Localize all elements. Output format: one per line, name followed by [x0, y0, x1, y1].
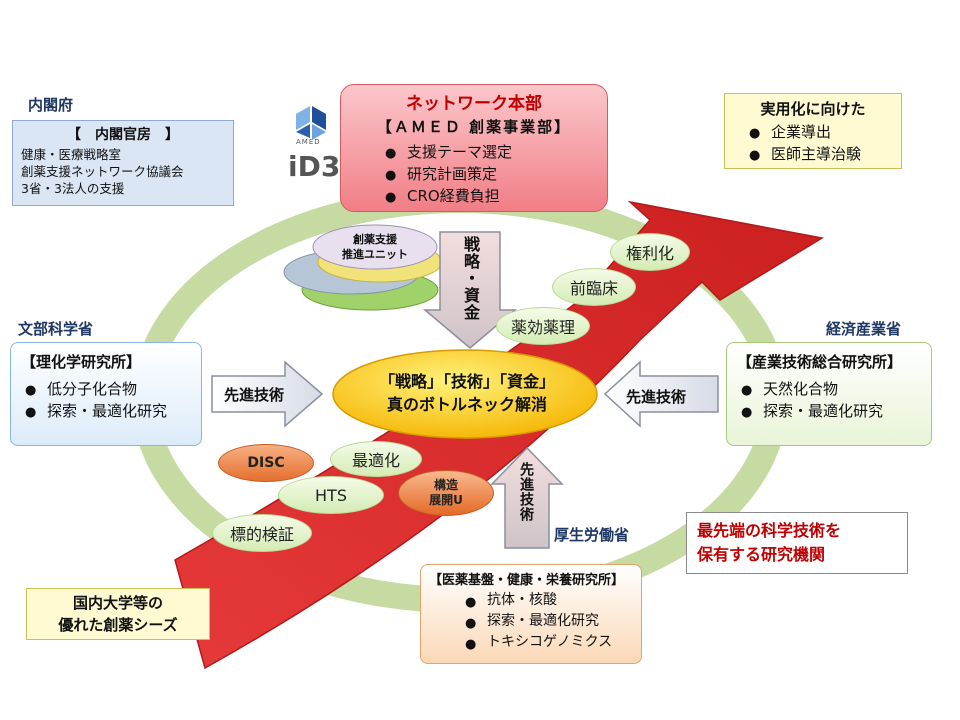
research-institutions-line: 最先端の科学技術を — [697, 521, 842, 540]
network-hq-box: ネットワーク本部 【ＡＭＥＤ 創薬事業部】 支援テーマ選定 研究計画策定 CRO… — [340, 84, 608, 212]
center-text: 「戦略」「技術」「資金」 真のボトルネック解消 — [336, 370, 598, 416]
research-institutions-box: 最先端の科学技術を 保有する研究機関 — [686, 512, 908, 574]
mhlw-item: 探索・最適化研究 — [465, 611, 633, 634]
left-tech-label: 先進技術 — [224, 386, 285, 404]
amed-mark-icon — [296, 106, 326, 140]
practical-box: 実用化に向けた 企業導出 医師主導治験 — [724, 93, 902, 169]
pill-kozo-line: 構造 — [433, 478, 458, 492]
practical-item: 医師主導治験 — [749, 143, 891, 167]
center-ellipse — [332, 349, 598, 439]
mext-box: 【理化学研究所】 低分子化合物 探索・最適化研究 — [10, 342, 202, 446]
strategy-arrow — [422, 231, 518, 349]
support-unit-discs — [283, 224, 443, 311]
cabinet-office-title: 【 内閣官房 】 — [67, 127, 179, 143]
pill-kozo-line: 展開U — [429, 493, 463, 507]
right-tech-arrow — [603, 360, 719, 428]
seeds-box: 国内大学等の 優れた創薬シーズ — [26, 588, 210, 640]
pill-hts: HTS — [278, 476, 384, 514]
mhlw-title: 【医薬基盤・健康・栄養研究所】 — [429, 573, 625, 588]
mhlw-box: 【医薬基盤・健康・栄養研究所】 抗体・核酸 探索・最適化研究 トキシコゲノミクス — [420, 564, 642, 664]
network-hq-title: ネットワーク本部 — [406, 94, 542, 114]
left-tech-arrow — [211, 360, 324, 428]
research-institutions-line: 保有する研究機関 — [697, 545, 826, 564]
meti-item: 天然化合物 — [741, 378, 921, 402]
mext-item: 探索・最適化研究 — [25, 400, 191, 424]
support-unit-label: 創薬支援 推進ユニット — [320, 232, 430, 262]
pill-hyoteki: 標的検証 — [212, 514, 312, 552]
cabinet-office-box: 【 内閣官房 】 健康・医療戦略室 創薬支援ネットワーク協議会 3省・3法人の支… — [12, 120, 234, 206]
support-unit-line: 創薬支援 — [353, 233, 397, 246]
strategy-arrow-label: 戦略・資金 — [461, 236, 480, 321]
pill-yakkou: 薬効薬理 — [496, 307, 590, 345]
network-hq-subtitle: 【ＡＭＥＤ 創薬事業部】 — [376, 118, 572, 136]
pill-saitekika: 最適化 — [330, 441, 422, 477]
pill-kozo: 構造 展開U — [398, 470, 494, 516]
mext-title: 【理化学研究所】 — [21, 353, 142, 371]
center-line-2: 真のボトルネック解消 — [386, 395, 547, 414]
practical-title: 実用化に向けた — [760, 100, 866, 118]
right-tech-label: 先進技術 — [626, 388, 687, 406]
meti-label: 経済産業省 — [826, 320, 902, 338]
mhlw-item: 抗体・核酸 — [465, 590, 633, 613]
hq-item: 研究計画策定 — [385, 163, 597, 187]
amed-logo-text: AMED — [296, 138, 321, 146]
cabinet-office-line: 3省・3法人の支援 — [21, 181, 125, 196]
amed-logo: AMED — [290, 104, 336, 150]
hq-item: 支援テーマ選定 — [385, 141, 597, 165]
id3-logo: iD3 — [288, 150, 341, 183]
bottom-tech-arrow — [490, 446, 564, 549]
cabinet-office-line: 創薬支援ネットワーク協議会 — [21, 164, 184, 179]
practical-item: 企業導出 — [749, 121, 891, 145]
mhlw-label: 厚生労働省 — [554, 526, 630, 544]
cabinet-office-line: 健康・医療戦略室 — [21, 147, 122, 162]
meti-title: 【産業技術総合研究所】 — [737, 353, 903, 371]
center-line-1: 「戦略」「技術」「資金」 — [378, 372, 555, 391]
meti-item: 探索・最適化研究 — [741, 400, 921, 424]
mhlw-item: トキシコゲノミクス — [465, 632, 633, 655]
bottom-tech-label: 先進技術 — [518, 462, 534, 522]
pill-disc: DISC — [218, 444, 314, 482]
hq-item: CRO経費負担 — [385, 185, 597, 209]
seeds-line: 優れた創薬シーズ — [58, 616, 178, 634]
mext-item: 低分子化合物 — [25, 378, 191, 402]
seeds-line: 国内大学等の — [72, 594, 163, 612]
meti-box: 【産業技術総合研究所】 天然化合物 探索・最適化研究 — [726, 342, 932, 446]
cabinet-office-label: 内閣府 — [28, 96, 74, 114]
pill-kenrika: 権利化 — [610, 233, 690, 271]
mext-label: 文部科学省 — [18, 320, 94, 338]
support-unit-line: 推進ユニット — [342, 248, 408, 261]
pill-zenrinsho: 前臨床 — [552, 268, 636, 306]
